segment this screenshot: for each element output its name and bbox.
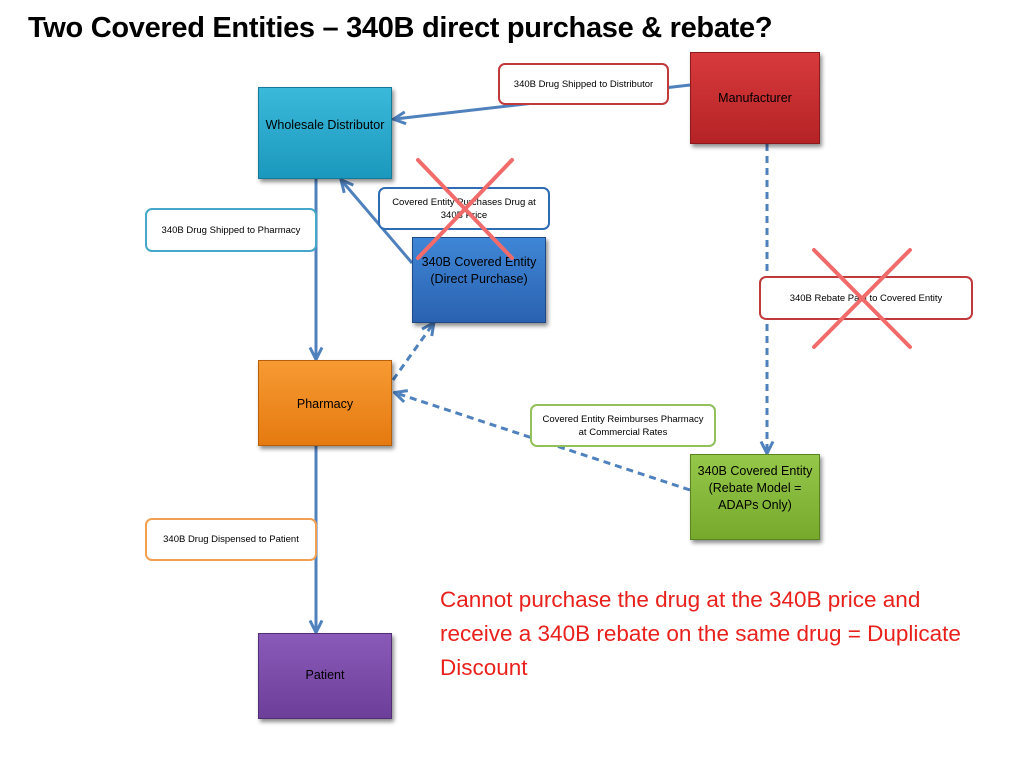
label-purchase-340b-price-text: Covered Entity Purchases Drug at 340B Pr… [392,196,536,221]
slide-title: Two Covered Entities – 340B direct purch… [28,12,773,44]
node-wholesale-distributor: Wholesale Distributor [258,87,392,179]
label-reimburses-pharmacy-text: Covered Entity Reimburses Pharmacy at Co… [542,413,704,438]
label-dispensed-to-patient-text: 340B Drug Dispensed to Patient [163,534,299,545]
node-pharmacy-label: Pharmacy [296,397,354,411]
arrow-pharmacy-to-direct [391,324,433,381]
label-rebate-paid: 340B Rebate Paid to Covered Entity [759,276,973,320]
node-covered-entity-direct: 340B Covered Entity (Direct Purchase) [412,237,546,323]
label-purchase-340b-price: Covered Entity Purchases Drug at 340B Pr… [378,187,550,230]
node-manufacturer-label: Manufacturer [718,91,792,105]
node-patient: Patient [258,633,392,719]
label-reimburses-pharmacy: Covered Entity Reimburses Pharmacy at Co… [530,404,716,447]
label-rebate-paid-text: 340B Rebate Paid to Covered Entity [789,292,943,304]
label-shipped-to-distributor: 340B Drug Shipped to Distributor [498,63,669,105]
node-wholesale-distributor-label: Wholesale Distributor [265,118,385,132]
label-shipped-to-pharmacy-text: 340B Drug Shipped to Pharmacy [161,224,301,236]
label-dispensed-to-patient: 340B Drug Dispensed to Patient [145,518,317,561]
node-manufacturer: Manufacturer [690,52,820,144]
label-shipped-to-distributor-text: 340B Drug Shipped to Distributor [513,78,654,90]
label-shipped-to-pharmacy: 340B Drug Shipped to Pharmacy [145,208,317,252]
arrow-direct-to-wholesale [342,181,414,264]
node-covered-entity-rebate: 340B Covered Entity (Rebate Model = ADAP… [690,454,820,540]
duplicate-discount-note: Cannot purchase the drug at the 340B pri… [440,587,961,680]
arrow-rebate-to-pharmacy [396,393,691,492]
node-covered-entity-direct-label: 340B Covered Entity (Direct Purchase) [421,255,537,286]
node-pharmacy: Pharmacy [258,360,392,446]
node-patient-label: Patient [305,668,345,682]
node-covered-entity-rebate-label: 340B Covered Entity (Rebate Model = ADAP… [697,464,813,512]
